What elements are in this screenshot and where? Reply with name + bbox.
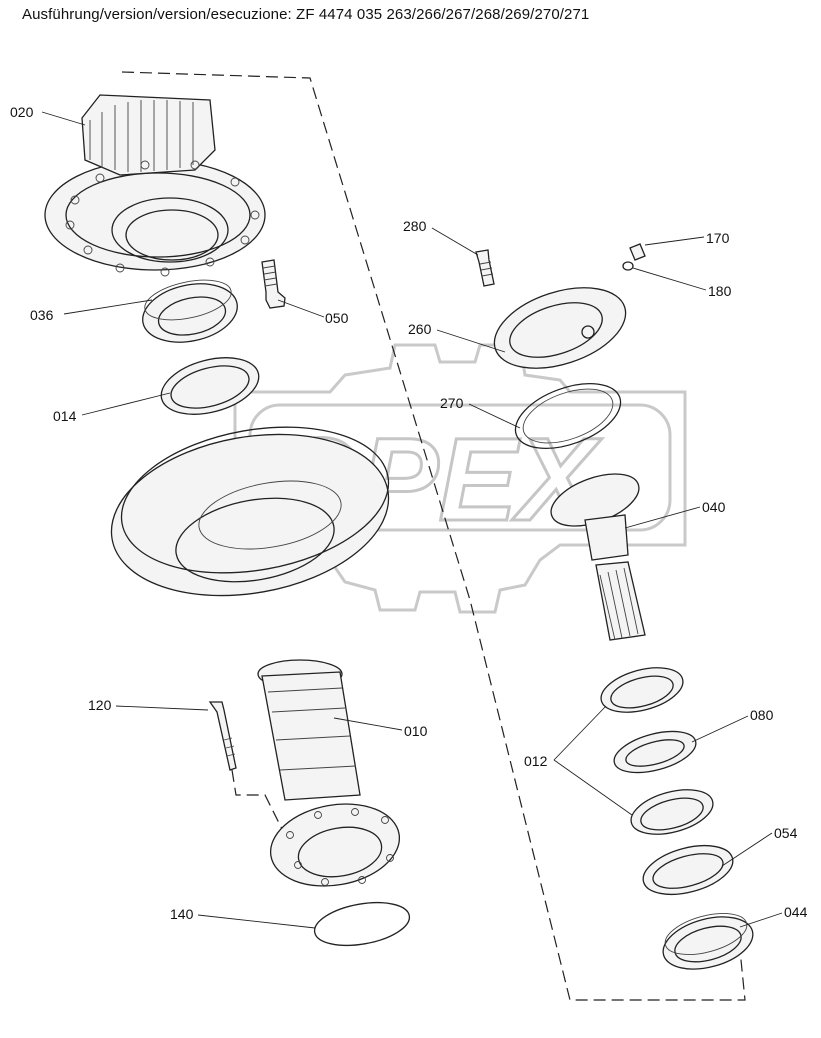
drawing-title: Ausführung/version/version/esecuzione: Z… (22, 6, 590, 23)
callout-170: 170 (706, 230, 730, 246)
part-170-plug (629, 243, 646, 261)
callout-280: 280 (403, 218, 427, 234)
callout-labels: 020 036 014 050 280 170 180 260 270 040 … (10, 104, 808, 922)
callout-012: 012 (524, 753, 548, 769)
part-140-o-ring (313, 901, 411, 947)
callout-044: 044 (784, 904, 808, 920)
part-010-axle-spindle (257, 659, 401, 887)
part-014-seal-ring (160, 357, 260, 415)
part-040-drive-shaft (550, 473, 646, 641)
part-brake-disc (110, 426, 390, 597)
callout-014: 014 (53, 408, 77, 424)
part-044-taper-bearing (662, 913, 754, 970)
part-012-slotted-nut-upper (600, 667, 684, 713)
callout-140: 140 (170, 906, 194, 922)
part-280-bolt (475, 249, 495, 287)
callout-080: 080 (750, 707, 774, 723)
assembly-axis (121, 71, 746, 1001)
leader-lines (41, 111, 783, 929)
callout-270: 270 (440, 395, 464, 411)
part-012-slotted-nut-lower (630, 789, 714, 835)
part-080-lock-washer (613, 730, 697, 774)
part-020-wheel-hub (44, 94, 266, 277)
callout-010: 010 (404, 723, 428, 739)
callout-040: 040 (702, 499, 726, 515)
bolt-axis-line (231, 769, 286, 836)
callout-054: 054 (774, 825, 798, 841)
part-120-bolt (208, 701, 237, 771)
callout-260: 260 (408, 321, 432, 337)
part-180-o-ring (622, 261, 634, 271)
callout-180: 180 (708, 283, 732, 299)
part-050-wheel-stud (261, 259, 286, 309)
part-036-taper-bearing (142, 279, 238, 343)
callout-050: 050 (325, 310, 349, 326)
callout-120: 120 (88, 697, 112, 713)
callout-020: 020 (10, 104, 34, 120)
callout-036: 036 (30, 307, 54, 323)
part-270-gasket (514, 383, 622, 449)
part-054-thrust-washer (642, 844, 734, 896)
assembly-axis-line (121, 71, 746, 1001)
part-260-cover-plate (493, 287, 627, 369)
